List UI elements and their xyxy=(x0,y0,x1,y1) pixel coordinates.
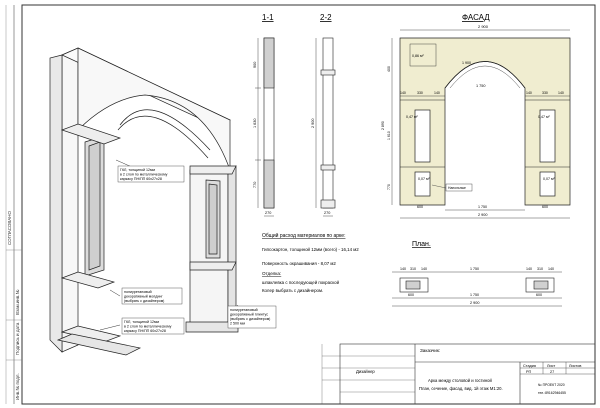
facade-h-top: 400 xyxy=(387,66,391,72)
facade-title: ФАСАД xyxy=(462,13,490,22)
materials-finish1: шпаклевка с последующей покраской xyxy=(262,280,340,285)
facade-panel-right: 0,47 м² xyxy=(538,115,550,119)
plan-drawing xyxy=(392,271,562,307)
project-line2: тел.:89162946455 xyxy=(538,391,566,395)
stage-label: Стадия xyxy=(523,364,536,368)
facade-low-right: 0,07 м² xyxy=(543,177,555,181)
sheet-label: Лист xyxy=(547,364,556,368)
s2-height: 2 900 xyxy=(311,118,315,128)
axo-note-top: ГКЛ, толщиной 12мм в 2 слоя по металличе… xyxy=(115,159,185,183)
plan-center: 1 750 xyxy=(470,267,479,271)
plan-left-a: 140 xyxy=(400,267,406,271)
stage-value: РП xyxy=(526,370,532,374)
materials-line1: Гипсокартон, толщиной 12мм (всего) - 16,… xyxy=(262,247,359,252)
facade-inner-width: 1 750 xyxy=(476,84,486,88)
s2-width: 270 xyxy=(324,211,330,215)
svg-text:декоративный молдинг: декоративный молдинг xyxy=(124,295,163,299)
svg-text:(выбрать с дизайнером): (выбрать с дизайнером) xyxy=(124,299,164,303)
facade-left-col-c: 140 xyxy=(434,91,440,95)
s1-height-mid: 1 630 xyxy=(253,118,257,128)
svg-text:каркасу ПН/ПП 60х27х28: каркасу ПН/ПП 60х27х28 xyxy=(124,329,166,333)
facade-left-col-a: 140 xyxy=(400,91,406,95)
customer-label: Заказчик: xyxy=(420,348,440,353)
facade-radius: 1 900 xyxy=(462,61,471,65)
facade-h-total: 2 890 xyxy=(381,121,385,130)
facade-panel-left: 0,47 м² xyxy=(406,115,418,119)
plan-right-w: 600 xyxy=(536,293,542,297)
svg-text:(выбрать с дизайнером): (выбрать с дизайнером) xyxy=(230,317,270,321)
plan-right-c: 140 xyxy=(548,267,554,271)
designer-label: Дизайнер xyxy=(356,369,375,374)
s1-width: 270 xyxy=(265,211,271,215)
facade-right-col-b: 330 xyxy=(542,91,548,95)
facade-h-mid: 1 610 xyxy=(387,131,391,140)
section-2-2-title: 2-2 xyxy=(320,13,332,22)
title-line2: План, сечение, фасад, вид. 1й этаж М1:20… xyxy=(419,386,503,391)
plan-center-bottom: 1 750 xyxy=(470,293,479,297)
side-label-replace: Взам.инв.№ xyxy=(15,289,20,315)
facade-inner-bottom: 1 750 xyxy=(478,205,487,209)
axo-note-bottom: ГКЛ, толщиной 12мм в 2 слоя по металличе… xyxy=(99,317,185,335)
plan-left-w: 600 xyxy=(408,293,414,297)
sheets-label: Листов xyxy=(569,364,581,368)
svg-text:полиуретановый: полиуретановый xyxy=(230,308,258,312)
axo-note-mid: полиуретановый декоративный молдинг (выб… xyxy=(109,287,183,305)
facade-right-col-c: 140 xyxy=(558,91,564,95)
sheet-value: 27 xyxy=(550,370,554,374)
facade-h-low: 770 xyxy=(387,184,391,190)
section-1-1 xyxy=(255,37,275,217)
facade-left-col-b: 330 xyxy=(417,91,423,95)
plan-total: 2 900 xyxy=(470,301,480,305)
svg-text:Напольные: Напольные xyxy=(448,186,466,190)
svg-text:декоративный плинтус: декоративный плинтус xyxy=(230,313,268,317)
plan-left-c: 140 xyxy=(421,267,427,271)
sheet-frame xyxy=(21,4,596,405)
section-1-1-title: 1-1 xyxy=(262,13,274,22)
side-label-agreed: СОГЛАСОВАНО xyxy=(7,211,12,245)
materials-line2: Поверхность окрашивания - 8,07 м2 xyxy=(262,261,336,266)
svg-text:в 2 слоя по металлическому: в 2 слоя по металлическому xyxy=(124,325,172,329)
facade-callout: Напольные xyxy=(431,183,473,192)
materials-title: Общий расход материалов по арке: xyxy=(262,232,345,239)
facade-right-col-a: 140 xyxy=(526,91,532,95)
svg-text:в 2 слоя по металлическому: в 2 слоя по металлическому xyxy=(120,173,168,177)
facade-upper-area: 0,86 м² xyxy=(412,54,424,58)
side-label-sign: Подпись и дата xyxy=(15,322,20,355)
title-block xyxy=(321,343,596,405)
side-label-inv: Инв.№ подл. xyxy=(15,373,20,400)
svg-text:ГКЛ, толщиной 12мм: ГКЛ, толщиной 12мм xyxy=(124,320,159,324)
facade-drawing xyxy=(391,29,571,219)
svg-text:ГКЛ, толщиной 12мм: ГКЛ, толщиной 12мм xyxy=(120,168,155,172)
axo-note-right: полиуретановый декоративный плинтус (выб… xyxy=(227,304,277,329)
facade-right-bottom: 600 xyxy=(542,205,548,209)
svg-text:полиуретановый: полиуретановый xyxy=(124,290,152,294)
svg-text:2 500 мм: 2 500 мм xyxy=(230,322,245,326)
plan-left-b: 310 xyxy=(410,267,416,271)
plan-right-b: 310 xyxy=(537,267,543,271)
facade-left-bottom: 600 xyxy=(417,205,423,209)
s1-height-low: 770 xyxy=(253,182,257,188)
materials-finish-title: Отделка: xyxy=(262,271,281,276)
materials-finish2: Колер выбрать с дизайнером. xyxy=(262,288,323,293)
facade-total-width: 2 900 xyxy=(478,24,489,29)
axonometric-arch xyxy=(49,47,239,356)
s1-height-top: 900 xyxy=(253,62,257,68)
plan-right-a: 140 xyxy=(526,267,532,271)
plan-title: План. xyxy=(412,241,431,248)
facade-total-bottom: 2 900 xyxy=(478,213,488,217)
title-line1: Арка между столовой и гостиной xyxy=(428,378,492,383)
facade-low-left: 0,07 м² xyxy=(418,177,430,181)
svg-text:каркасу ПН/ПП 60х27х28: каркасу ПН/ПП 60х27х28 xyxy=(120,177,162,181)
section-2-2 xyxy=(315,37,336,217)
project-line1: № ПРОЕКТ 2020 xyxy=(538,383,565,387)
